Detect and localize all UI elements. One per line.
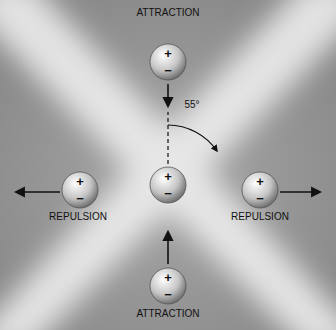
charge-sign: + [149, 271, 187, 284]
angle-label: 55° [184, 99, 199, 110]
charge-sign: + [149, 170, 187, 183]
dipole-sphere: +− [61, 171, 99, 209]
force-label: ATTRACTION [136, 7, 199, 18]
dipole-sphere: +− [149, 166, 187, 204]
charge-sign: + [149, 47, 187, 60]
charge-sign: + [241, 175, 279, 188]
force-label: ATTRACTION [136, 308, 199, 319]
dipole-sphere: +− [149, 267, 187, 305]
dipole-sphere: +− [149, 43, 187, 81]
charge-sign: + [61, 175, 99, 188]
charge-sign: − [61, 192, 99, 205]
force-label: REPULSION [49, 211, 107, 222]
charge-sign: − [241, 192, 279, 205]
force-label: REPULSION [231, 211, 289, 222]
charge-sign: − [149, 64, 187, 77]
charge-sign: − [149, 288, 187, 301]
dipole-sphere: +− [241, 171, 279, 209]
charge-sign: − [149, 187, 187, 200]
